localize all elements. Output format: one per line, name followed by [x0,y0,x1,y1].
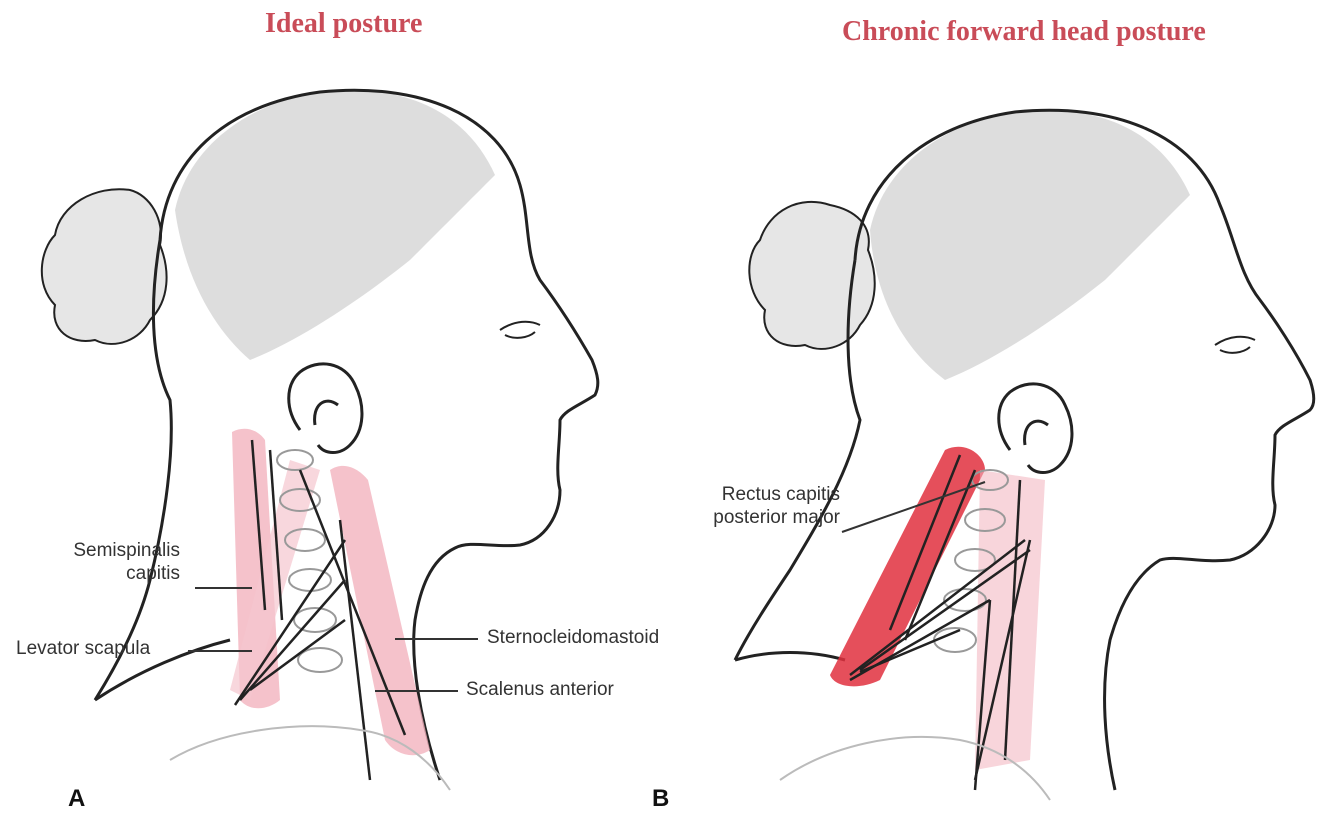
panel-b-letter: B [652,785,669,813]
panel-b-posterior-muscle-light [975,470,1045,770]
panel-b-hair-bun [749,202,874,349]
panel-a-sternocleidomastoid-muscle [330,466,430,755]
panel-a-hair [175,90,495,360]
panel-b-figure [735,110,1314,800]
panel-b-title: Chronic forward head posture [842,16,1206,48]
panel-b-shoulder [735,653,845,661]
label-semispinalis-capitis: Semispinalis capitis [40,540,180,586]
label-rectus-line1: Rectus capitis [680,484,840,507]
panel-a-ear [289,364,362,453]
label-scalenus-anterior: Scalenus anterior [466,679,614,702]
panel-a-letter: A [68,785,85,813]
label-semispinalis-line1: Semispinalis [40,540,180,563]
label-rectus-capitis: Rectus capitis posterior major [680,484,840,530]
label-rectus-line2: posterior major [680,507,840,530]
panel-a-eye [500,322,540,338]
panel-b-ear [999,384,1072,473]
label-sternocleidomastoid: Sternocleidomastoid [487,627,659,650]
panel-a-hair-bun [42,189,167,344]
label-levator-scapula: Levator scapula [16,638,150,661]
label-semispinalis-line2: capitis [40,563,180,586]
panel-b-eye [1215,337,1255,353]
panel-a-title: Ideal posture [265,8,422,40]
